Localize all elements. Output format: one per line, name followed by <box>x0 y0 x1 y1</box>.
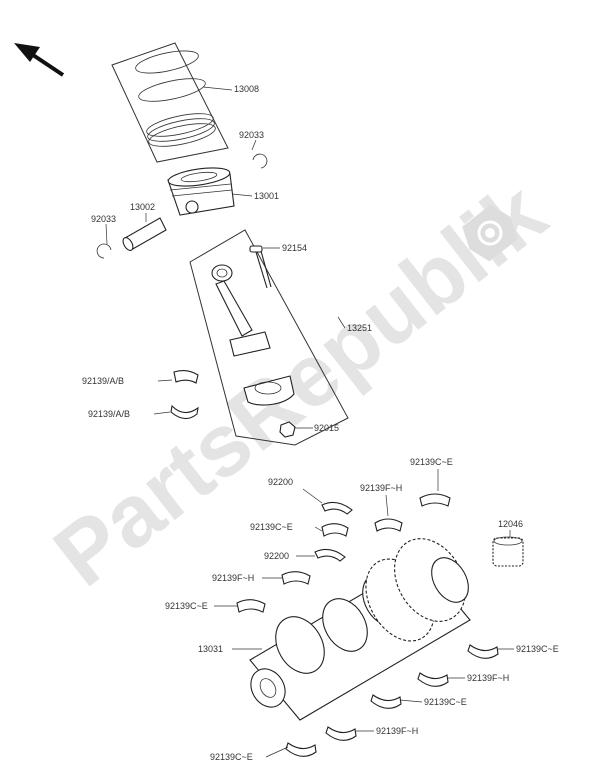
bearing-top-ce <box>419 493 451 507</box>
label-92139fh-bottom: 92139F~H <box>376 726 418 736</box>
label-13001: 13001 <box>254 191 279 201</box>
label-92139fh-right: 92139F~H <box>467 673 509 683</box>
bearing-fh-b <box>325 726 357 741</box>
oil-ring-lower <box>148 123 216 147</box>
piston <box>167 167 235 216</box>
label-92139ce-left2: 92139C~E <box>165 601 208 611</box>
piston-ring-middle <box>138 78 206 102</box>
label-92139ce-bottom2: 92139C~E <box>210 752 253 762</box>
ring-group-bracket <box>111 42 229 163</box>
bearing-ce-b1 <box>370 694 402 709</box>
conrod-bolt <box>249 245 272 289</box>
conrod-bearing-lower <box>170 404 199 420</box>
connecting-rod <box>211 264 271 357</box>
label-92139fh-left: 92139F~H <box>212 573 254 583</box>
crank-gear <box>492 536 524 567</box>
label-13002: 13002 <box>130 202 155 212</box>
bearing-ce-l2 <box>236 599 266 613</box>
oil-ring-middle <box>147 118 215 142</box>
conrod-group-bracket <box>189 229 349 446</box>
label-13251: 13251 <box>347 323 372 333</box>
label-13008: 13008 <box>234 84 259 94</box>
label-92139ab-upper: 92139/A/B <box>82 376 124 386</box>
gear-icon <box>462 204 518 262</box>
conrod-cap <box>243 375 295 406</box>
label-92154: 92154 <box>282 243 307 253</box>
crankshaft <box>249 538 471 721</box>
bearing-92200-2 <box>314 548 346 562</box>
label-92139ab-lower: 92139/A/B <box>88 409 130 419</box>
label-92200-lower: 92200 <box>264 551 289 561</box>
bearing-fh-l <box>281 571 311 585</box>
circlip-left <box>96 243 112 259</box>
leader-lines <box>105 86 514 758</box>
label-92139ce-top: 92139C~E <box>410 457 453 467</box>
label-92200-upper: 92200 <box>268 477 293 487</box>
bearing-fh-r <box>417 672 449 687</box>
part-labels: 13008 92033 13001 13002 92033 92154 1325… <box>82 84 559 762</box>
bearing-92200-1 <box>321 501 353 515</box>
label-12046: 12046 <box>498 519 523 529</box>
main-bearings <box>236 493 499 757</box>
label-92139ce-left1: 92139C~E <box>250 522 293 532</box>
label-92139ce-bottom1: 92139C~E <box>424 697 467 707</box>
bearing-top-fh <box>374 518 403 532</box>
label-92139ce-right: 92139C~E <box>516 644 559 654</box>
arrow-up-left-icon <box>14 43 65 77</box>
bearing-ce-r <box>467 644 499 659</box>
bearing-ce-l1 <box>321 523 349 537</box>
label-92015: 92015 <box>314 423 339 433</box>
label-92033-upper: 92033 <box>239 130 264 140</box>
label-92139fh-top: 92139F~H <box>360 483 402 493</box>
piston-ring-top <box>135 50 199 74</box>
piston-pin <box>122 217 167 251</box>
bearing-ce-b2 <box>285 742 317 757</box>
label-92033-lower: 92033 <box>91 214 116 224</box>
oil-ring-upper <box>146 113 214 137</box>
circlip-right <box>252 153 268 169</box>
conrod-nut <box>279 421 296 438</box>
conrod-bearing-upper <box>173 369 199 384</box>
label-13031: 13031 <box>198 644 223 654</box>
